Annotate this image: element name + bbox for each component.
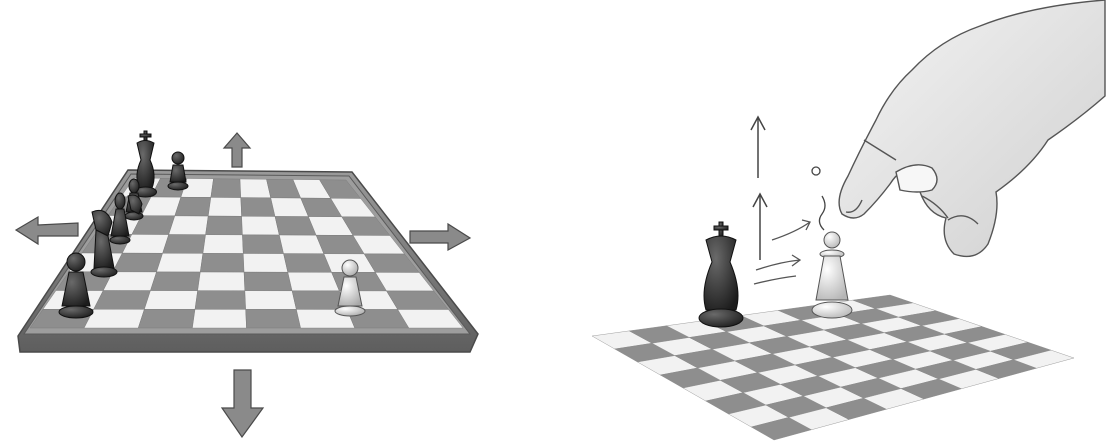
- board-square: [211, 179, 241, 198]
- right-illustration: [560, 0, 1113, 448]
- board-square: [242, 216, 280, 235]
- board-square: [157, 253, 203, 272]
- arrow-up-icon: [224, 133, 250, 167]
- arrow-up-icon: [753, 194, 767, 260]
- board-square: [243, 254, 288, 273]
- board-square: [241, 198, 275, 217]
- arrow-right-icon: [410, 224, 470, 250]
- board-square: [240, 179, 271, 198]
- board-square: [138, 309, 195, 328]
- board-square: [200, 253, 244, 272]
- hand-icon: [839, 0, 1105, 256]
- left-illustration-svg: [0, 0, 520, 448]
- left-illustration: [0, 0, 520, 448]
- board-square: [206, 216, 243, 235]
- arrow-down-icon: [222, 370, 263, 437]
- board-square: [144, 291, 197, 310]
- motion-lines-icon: [754, 220, 810, 284]
- board-square: [192, 309, 246, 328]
- arrow-left-icon: [16, 217, 78, 244]
- board-square: [198, 272, 245, 291]
- board-square: [175, 197, 211, 216]
- right-illustration-svg: [560, 0, 1113, 448]
- board-square: [195, 291, 246, 310]
- board-square: [163, 235, 206, 254]
- sparkle-icon: [812, 167, 825, 230]
- arrow-up-icon: [751, 117, 765, 178]
- board-square: [288, 272, 339, 291]
- board-square: [245, 291, 296, 310]
- board-square: [150, 272, 200, 291]
- white-pawn-icon: [812, 232, 852, 318]
- board-square: [94, 291, 151, 310]
- board-square: [208, 197, 241, 216]
- board-square: [244, 272, 292, 291]
- board-square: [246, 309, 301, 328]
- black-king-icon: [699, 222, 743, 327]
- board-square: [169, 216, 209, 235]
- board-square: [242, 235, 283, 254]
- board-square: [203, 235, 243, 254]
- board-square: [284, 254, 332, 273]
